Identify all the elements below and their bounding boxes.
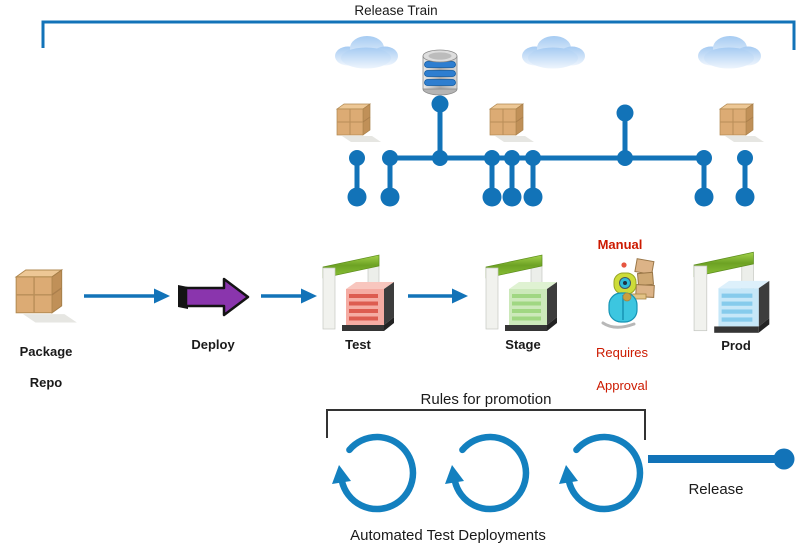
release-endpoint-icon <box>773 448 795 470</box>
robot-approval-icon <box>601 258 655 329</box>
test-label: Test <box>345 337 371 352</box>
stage-label: Stage <box>505 337 541 352</box>
test-environment-icon <box>322 254 394 331</box>
deploy-label: Deploy <box>191 337 235 352</box>
cloud-icon <box>335 36 398 69</box>
cycle-arrow-icon <box>445 437 526 509</box>
manual-label: Manual <box>597 237 643 252</box>
prod-label: Prod <box>721 338 751 353</box>
rules-bracket <box>326 409 646 440</box>
flow-arrow-icon <box>261 288 317 304</box>
package-repo-label-line1: Package <box>19 343 73 359</box>
release-line <box>648 448 795 470</box>
rules-for-promotion-label: Rules for promotion <box>420 391 552 408</box>
requires-approval-line2: Approval <box>596 377 648 393</box>
flow-arrow-icon <box>408 288 468 304</box>
package-repo-icon <box>15 269 78 324</box>
package-repo-label-line2: Repo <box>29 374 63 390</box>
release-label: Release <box>688 481 744 498</box>
stage-environment-icon <box>485 254 557 331</box>
release-train-bracket <box>41 20 796 50</box>
cycle-arrow-icon <box>332 437 413 509</box>
flow-arrow-icon <box>84 288 170 304</box>
database-icon <box>422 49 458 96</box>
cloud-icon <box>522 36 585 69</box>
prod-environment-icon <box>693 251 770 333</box>
cloud-icon <box>698 36 761 69</box>
package-boxes-icon <box>336 103 382 143</box>
package-boxes-icon <box>489 103 535 143</box>
requires-approval-label: Requires Approval <box>582 329 662 394</box>
release-train-title: Release Train <box>354 3 438 18</box>
deploy-arrow-icon <box>178 277 250 317</box>
cycle-arrow-icon <box>559 437 640 509</box>
automated-test-deployments-label: Automated Test Deployments <box>350 527 546 544</box>
package-boxes-icon <box>719 103 765 143</box>
package-repo-label: Package Repo <box>6 328 86 390</box>
requires-approval-line1: Requires <box>595 345 649 361</box>
train-track-graph <box>347 95 755 207</box>
